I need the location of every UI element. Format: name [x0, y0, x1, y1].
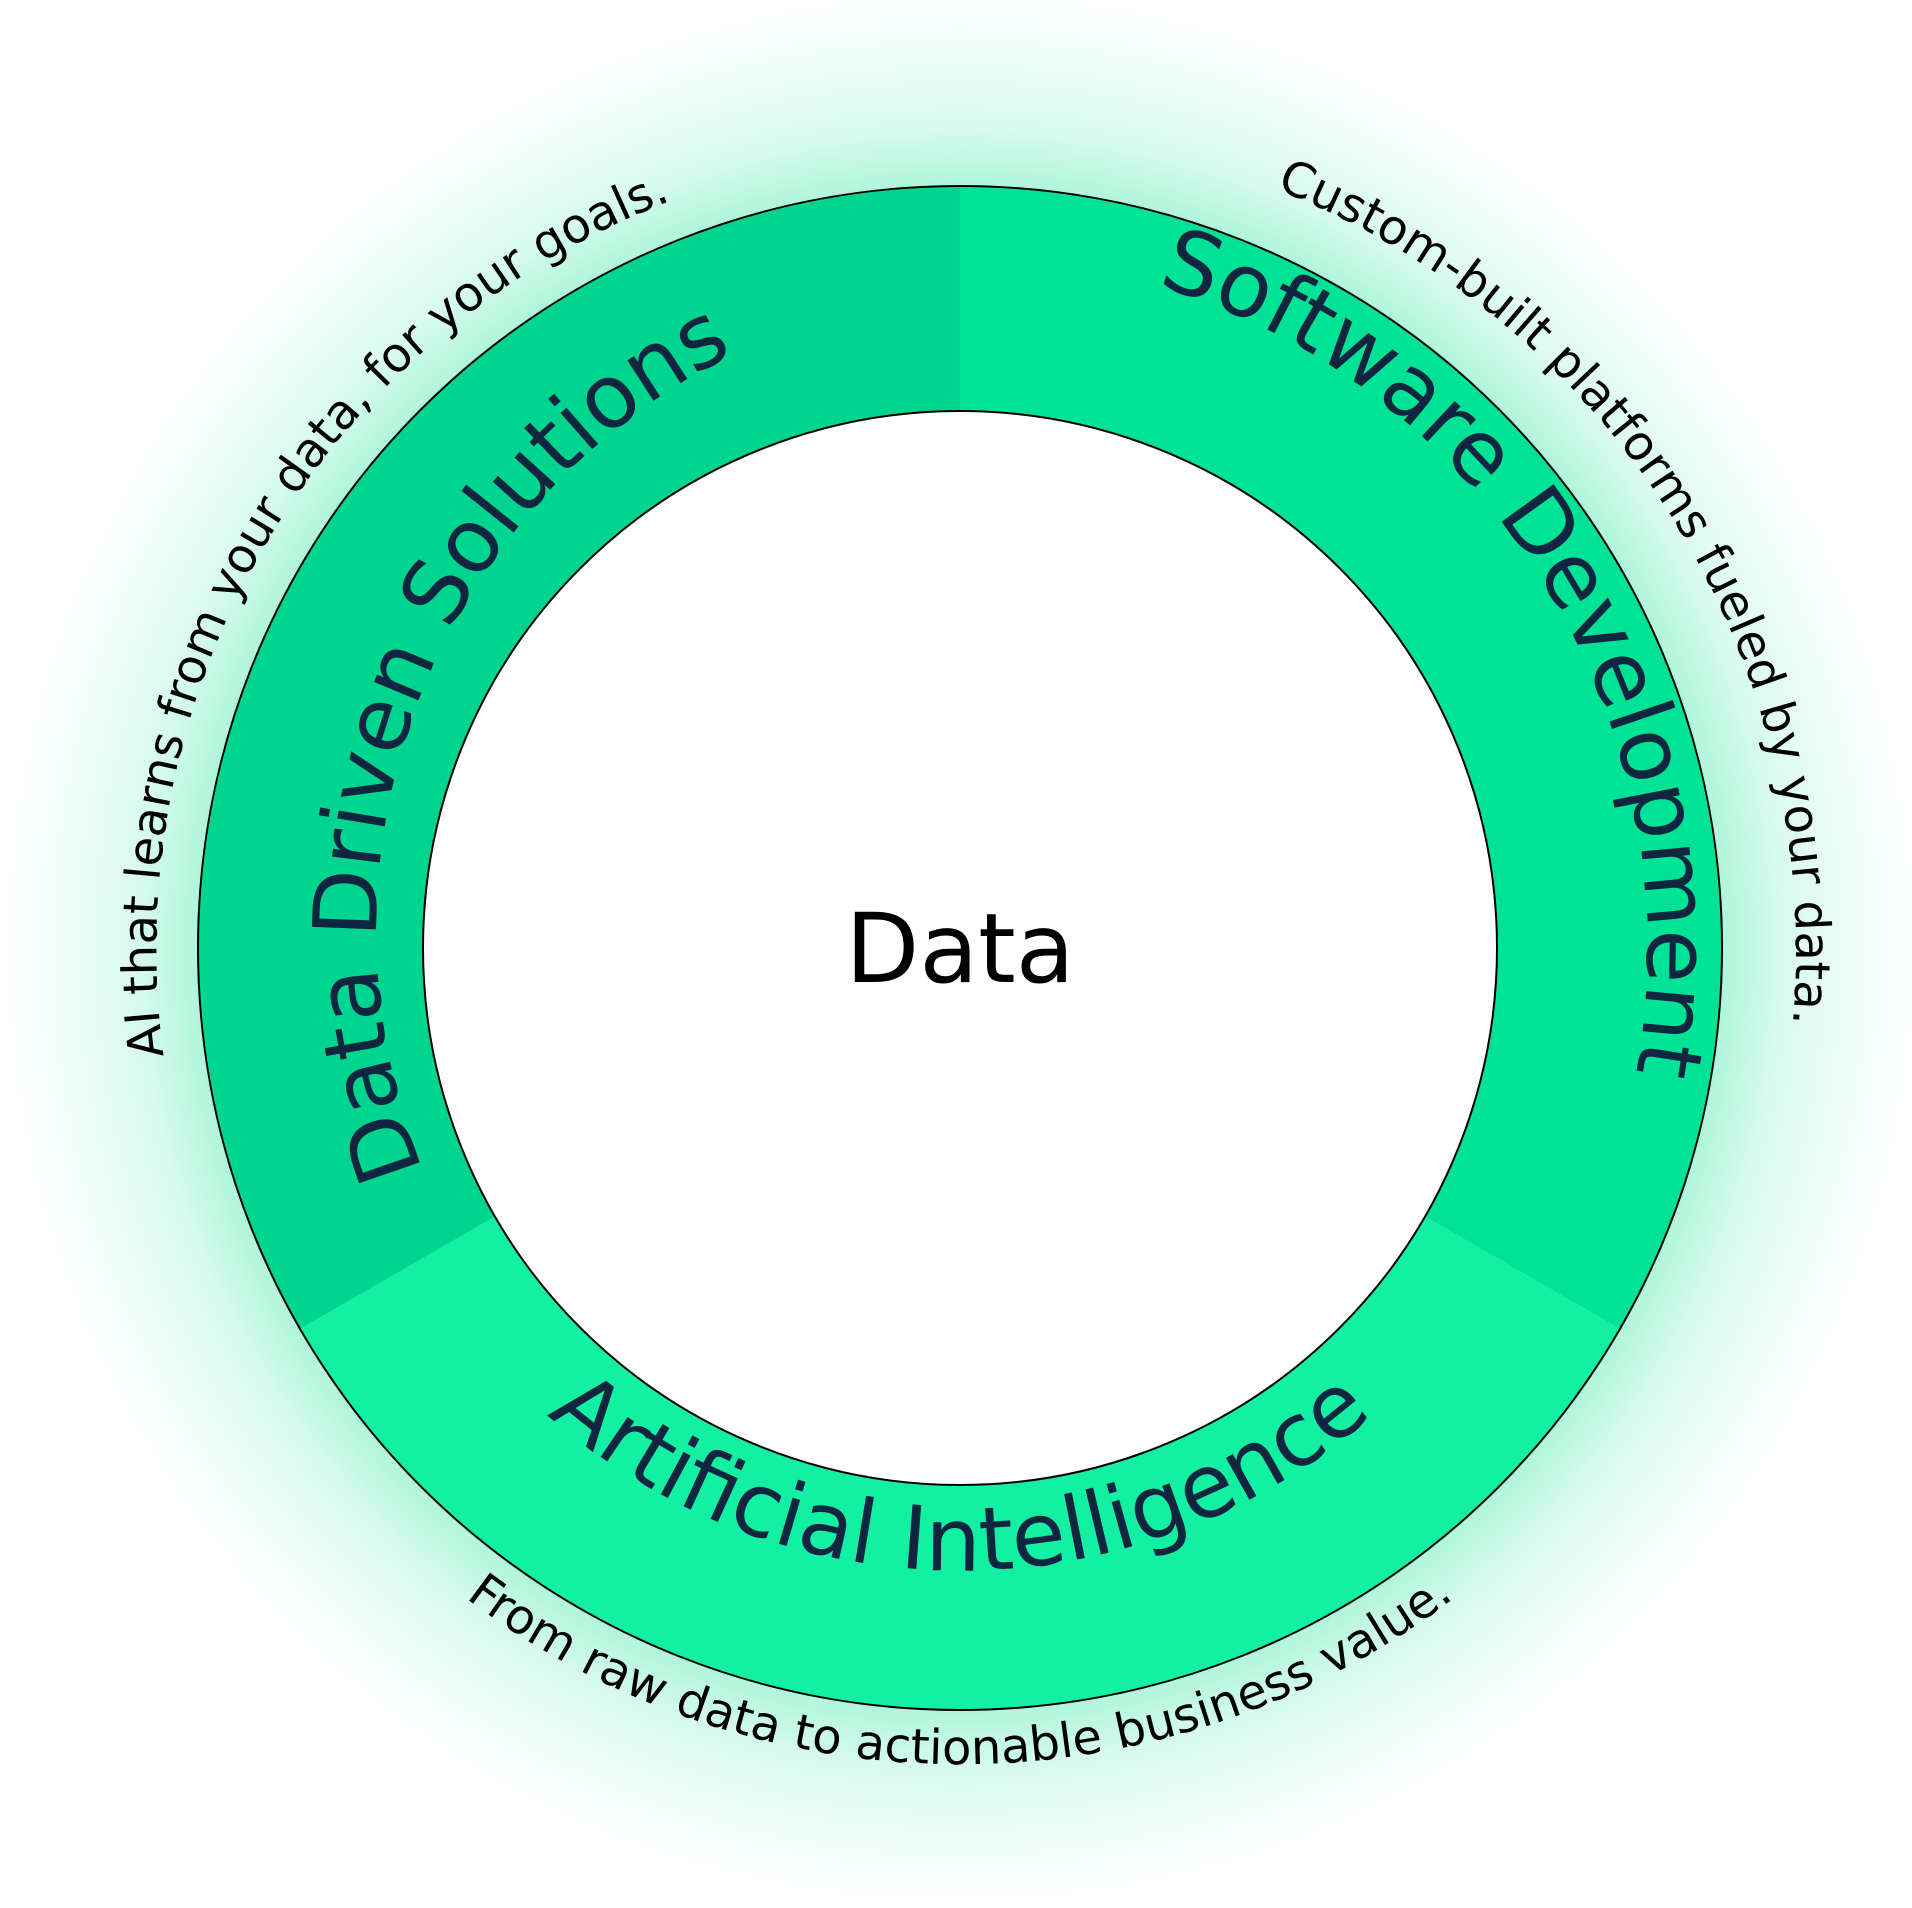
center-circle — [422, 410, 1498, 1486]
segment-data-driven-solutions — [198, 186, 960, 1329]
ring-outer-outline — [197, 185, 1723, 1711]
segment-artificial-intelligence — [300, 1216, 1620, 1710]
center-label: Data — [845, 893, 1074, 1005]
segment-software-development — [960, 186, 1722, 1329]
